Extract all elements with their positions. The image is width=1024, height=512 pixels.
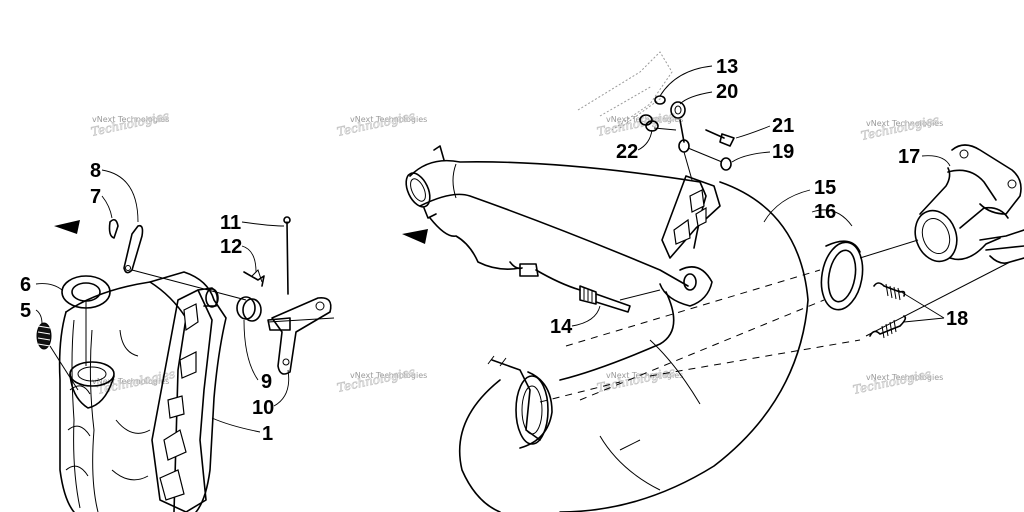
callout-13: 13 [716, 56, 738, 78]
watermark-brand: vNext Technologies [92, 377, 169, 386]
watermark: vNext Technologies Technologies [851, 366, 943, 397]
assembly-line [49, 345, 79, 391]
muffler-part-1 [58, 271, 227, 512]
assembly-line [619, 289, 661, 301]
expansion-chamber-part-15 [458, 181, 809, 512]
watermark: vNext Technologies Technologies [595, 364, 683, 395]
callout-7: 7 [90, 186, 101, 208]
callout-15: 15 [814, 177, 836, 199]
manifold-part-17 [914, 144, 1024, 264]
callout-14: 14 [550, 316, 573, 338]
watermarks: vNext Technologies Technologies vNext Te… [89, 108, 943, 397]
callout-labels: 1 5 6 7 8 9 10 11 12 13 14 15 16 17 18 1… [20, 56, 968, 445]
callout-18: 18 [946, 308, 968, 330]
spring-part-12 [243, 269, 265, 287]
direction-arrow-icon [402, 229, 428, 244]
callout-21: 21 [772, 115, 794, 137]
callout-8: 8 [90, 160, 101, 182]
watermark-overlay: Technologies [852, 367, 933, 397]
clip-part-7 [108, 218, 119, 239]
watermark-overlay: Technologies [596, 109, 677, 139]
callout-6: 6 [20, 274, 31, 296]
watermark-overlay: Technologies [336, 365, 417, 395]
watermark: vNext Technologies Technologies [335, 108, 427, 139]
spring-part-18 [869, 315, 907, 339]
assembly-line [579, 299, 825, 401]
watermark-overlay: Technologies [860, 113, 941, 143]
assembly-line [267, 317, 335, 323]
assembly-line [687, 147, 723, 163]
watermark: vNext Technologies Technologies [335, 364, 427, 395]
stud-part-11 [283, 216, 291, 295]
callout-9: 9 [261, 371, 272, 393]
spring-part-5 [36, 322, 52, 350]
grommet-part-9 [236, 296, 262, 322]
watermark-brand: vNext Technologies [350, 115, 427, 124]
callout-19: 19 [772, 141, 794, 163]
bracket-part-8 [123, 224, 144, 274]
assembly-line [859, 239, 919, 259]
assembly-line [683, 151, 693, 181]
watermark-brand: vNext Technologies [92, 115, 169, 124]
sensor-part-14 [429, 217, 631, 313]
nut-part-19 [720, 157, 732, 171]
watermark-brand: vNext Technologies [606, 371, 683, 380]
callout-17: 17 [898, 146, 920, 168]
assembly-line [539, 381, 621, 403]
callout-16: 16 [814, 201, 836, 223]
callout-20: 20 [716, 81, 738, 103]
watermark-overlay: Technologies [336, 109, 417, 139]
callout-5: 5 [20, 300, 31, 322]
callout-22: 22 [616, 141, 638, 163]
watermark-brand: vNext Technologies [350, 371, 427, 380]
mount-part-20 [670, 101, 690, 153]
watermark: vNext Technologies Technologies [859, 112, 943, 143]
callout-1: 1 [262, 423, 273, 445]
assembly-line [131, 269, 247, 301]
watermark-brand: vNext Technologies [866, 119, 943, 128]
assembly-line [565, 269, 821, 347]
header-pipe [405, 145, 721, 287]
watermark-brand: vNext Technologies [866, 373, 943, 382]
watermark: vNext Technologies Technologies [89, 108, 171, 139]
spring-part-18 [873, 282, 906, 301]
direction-arrow-icon [54, 220, 80, 234]
frame-ghost [577, 51, 673, 131]
callout-11: 11 [220, 212, 241, 234]
leader-lines [35, 65, 951, 433]
assembly-line [649, 339, 861, 377]
callout-10: 10 [252, 397, 274, 419]
bolt-part-21 [705, 129, 735, 147]
gasket-part-16 [820, 240, 864, 311]
washer-part-13 [654, 95, 666, 105]
watermark-brand: vNext Technologies [606, 115, 683, 124]
assembly-line [865, 261, 1011, 337]
assembly-line [653, 127, 677, 131]
bracket-part-10 [267, 296, 332, 375]
callout-12: 12 [220, 236, 242, 258]
watermark-overlay: Technologies [596, 365, 677, 395]
watermark-overlay: Technologies [90, 109, 171, 139]
